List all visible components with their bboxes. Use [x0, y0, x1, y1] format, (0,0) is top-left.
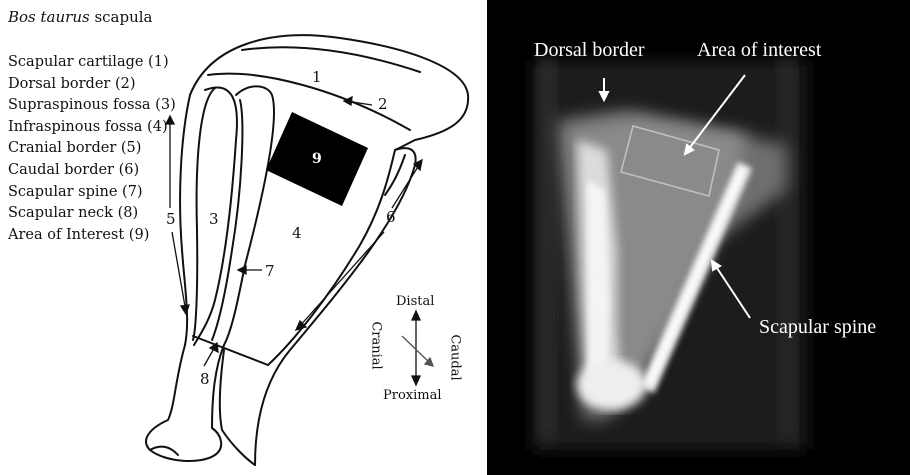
scapular-spine-outline [224, 86, 274, 345]
legend-item: Infraspinous fossa (4) [8, 117, 176, 139]
glenoid-outline [146, 345, 224, 461]
region-label-6: 6 [386, 208, 396, 226]
orientation-caudal: Caudal [448, 334, 463, 380]
orientation-cranial: Cranial [369, 321, 384, 369]
region-label-2: 2 [378, 95, 388, 113]
region-label-4: 4 [292, 224, 302, 242]
region-label-3: 3 [209, 210, 219, 228]
area-of-interest-label: Area of interest [697, 39, 821, 62]
legend-item: Area of Interest (9) [8, 225, 176, 247]
region-label-9: 9 [312, 151, 322, 167]
scapular-neck-line [193, 336, 268, 365]
scapular-cartilage-inner-line [242, 47, 420, 72]
ct-scan-image [487, 0, 910, 475]
scapula-diagram-panel: Bos taurus scapula Scapular cartilage (1… [0, 0, 487, 475]
legend-item: Caudal border (6) [8, 160, 176, 182]
legend-item: Scapular neck (8) [8, 203, 176, 225]
dorsal-border-label: Dorsal border [534, 39, 645, 62]
legend-item: Scapular spine (7) [8, 182, 176, 204]
ct-scan-panel: Dorsal border Area of interest Scapular … [487, 0, 910, 475]
diagram-title: Bos taurus scapula [8, 8, 153, 26]
arrow-6-down [298, 232, 384, 328]
region-label-1: 1 [312, 68, 322, 86]
legend-item: Supraspinous fossa (3) [8, 95, 176, 117]
orientation-proximal: Proximal [383, 388, 442, 403]
region-label-8: 8 [200, 370, 210, 388]
arrow-6-up [392, 162, 421, 208]
legend-item: Cranial border (5) [8, 138, 176, 160]
legend-item: Scapular cartilage (1) [8, 52, 176, 74]
scapular-spine-label: Scapular spine [759, 316, 876, 339]
region-label-7: 7 [265, 262, 275, 280]
orientation-distal: Distal [396, 294, 434, 309]
diagram-legend: Scapular cartilage (1) Dorsal border (2)… [8, 52, 176, 246]
region-label-5: 5 [166, 210, 176, 228]
legend-item: Dorsal border (2) [8, 74, 176, 96]
